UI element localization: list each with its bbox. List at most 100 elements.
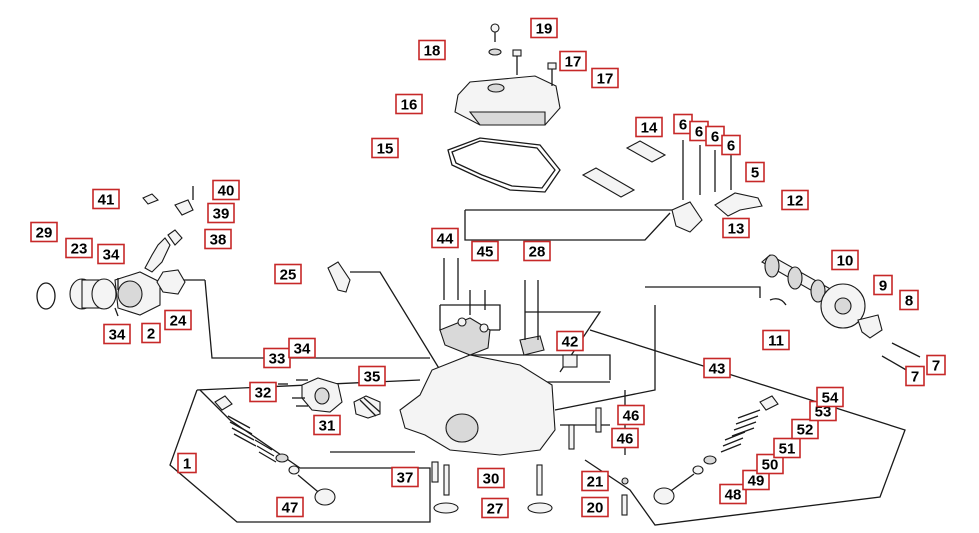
- callout-number: 29: [36, 225, 53, 242]
- callout-50[interactable]: 50: [756, 453, 784, 475]
- callout-box: [816, 386, 844, 408]
- callout-54[interactable]: 54: [816, 386, 844, 408]
- camshaft-group: [761, 254, 921, 372]
- callout-number: 39: [213, 206, 230, 223]
- callout-box: [141, 322, 161, 344]
- callout-11[interactable]: 11: [762, 329, 790, 351]
- callout-41[interactable]: 41: [92, 188, 120, 210]
- callout-5[interactable]: 5: [745, 161, 765, 183]
- callout-15[interactable]: 15: [371, 137, 399, 159]
- callout-33[interactable]: 33: [263, 347, 291, 369]
- leader-lines: [169, 209, 906, 526]
- callout-45[interactable]: 45: [471, 240, 499, 262]
- callout-46[interactable]: 46: [611, 427, 639, 449]
- callout-box: [530, 17, 558, 39]
- callout-17[interactable]: 17: [591, 67, 619, 89]
- callout-number: 52: [797, 422, 814, 439]
- callout-19[interactable]: 19: [530, 17, 558, 39]
- callout-box: [905, 365, 925, 387]
- callout-18[interactable]: 18: [418, 39, 446, 61]
- callout-37[interactable]: 37: [391, 466, 419, 488]
- callout-number: 45: [477, 244, 494, 261]
- rocker-arm-right: [714, 192, 763, 217]
- callout-number: 46: [623, 408, 640, 425]
- callout-box: [391, 466, 419, 488]
- callout-32[interactable]: 32: [249, 381, 277, 403]
- callout-21[interactable]: 21: [581, 470, 609, 492]
- callout-2[interactable]: 2: [141, 322, 161, 344]
- callout-number: 37: [397, 470, 414, 487]
- callout-number: 14: [641, 120, 658, 137]
- callout-box: [617, 404, 645, 426]
- callout-number: 5: [751, 165, 759, 182]
- callout-number: 44: [437, 231, 454, 248]
- callout-box: [418, 39, 446, 61]
- callout-number: 32: [255, 385, 272, 402]
- callout-number: 16: [401, 97, 418, 114]
- callout-29[interactable]: 29: [30, 221, 58, 243]
- callout-number: 12: [787, 193, 804, 210]
- callout-number: 25: [280, 267, 297, 284]
- callout-17[interactable]: 17: [559, 50, 587, 72]
- callout-box: [791, 418, 819, 440]
- callout-20[interactable]: 20: [581, 496, 609, 518]
- callout-number: 17: [565, 54, 582, 71]
- callout-38[interactable]: 38: [204, 228, 232, 250]
- callout-27[interactable]: 27: [481, 497, 509, 519]
- callout-6[interactable]: 6: [721, 134, 741, 156]
- callout-13[interactable]: 13: [722, 217, 750, 239]
- callout-box: [831, 249, 859, 271]
- callout-24[interactable]: 24: [164, 309, 192, 331]
- callout-box: [581, 496, 609, 518]
- callout-31[interactable]: 31: [313, 414, 341, 436]
- callout-number: 34: [109, 327, 126, 344]
- callout-number: 2: [147, 326, 155, 343]
- callout-43[interactable]: 43: [703, 357, 731, 379]
- callout-51[interactable]: 51: [773, 437, 801, 459]
- callout-number: 33: [269, 351, 286, 368]
- callout-9[interactable]: 9: [873, 274, 893, 296]
- callout-46[interactable]: 46: [617, 404, 645, 426]
- callout-box: [395, 93, 423, 115]
- callout-30[interactable]: 30: [477, 467, 505, 489]
- intake-group: [36, 186, 194, 317]
- callout-25[interactable]: 25: [274, 263, 302, 285]
- callout-7[interactable]: 7: [926, 354, 946, 376]
- callout-23[interactable]: 23: [65, 237, 93, 259]
- callout-52[interactable]: 52: [791, 418, 819, 440]
- callout-40[interactable]: 40: [212, 179, 240, 201]
- callout-12[interactable]: 12: [781, 189, 809, 211]
- callout-box: [591, 67, 619, 89]
- callout-49[interactable]: 49: [742, 469, 770, 491]
- callout-34[interactable]: 34: [103, 323, 131, 345]
- callout-number: 7: [932, 358, 940, 375]
- callout-14[interactable]: 14: [635, 116, 663, 138]
- callout-number: 47: [282, 500, 299, 517]
- callout-number: 41: [98, 192, 115, 209]
- callout-28[interactable]: 28: [523, 240, 551, 262]
- callout-34[interactable]: 34: [97, 243, 125, 265]
- callout-number: 35: [364, 369, 381, 386]
- callout-number: 17: [597, 71, 614, 88]
- callout-16[interactable]: 16: [395, 93, 423, 115]
- callout-35[interactable]: 35: [358, 365, 386, 387]
- callout-number: 40: [218, 183, 235, 200]
- callout-8[interactable]: 8: [899, 289, 919, 311]
- callout-1[interactable]: 1: [177, 452, 197, 474]
- rocker-arm-left: [671, 201, 703, 233]
- callout-48[interactable]: 48: [719, 483, 747, 505]
- callout-44[interactable]: 44: [431, 227, 459, 249]
- callout-number: 6: [711, 129, 719, 146]
- callout-number: 6: [695, 124, 703, 141]
- callout-box: [97, 243, 125, 265]
- callout-42[interactable]: 42: [556, 330, 584, 352]
- callout-39[interactable]: 39: [207, 202, 235, 224]
- callout-box: [926, 354, 946, 376]
- callout-10[interactable]: 10: [831, 249, 859, 271]
- callout-box: [276, 496, 304, 518]
- callout-34[interactable]: 34: [288, 337, 316, 359]
- callout-47[interactable]: 47: [276, 496, 304, 518]
- callout-7[interactable]: 7: [905, 365, 925, 387]
- callout-number: 28: [529, 244, 546, 261]
